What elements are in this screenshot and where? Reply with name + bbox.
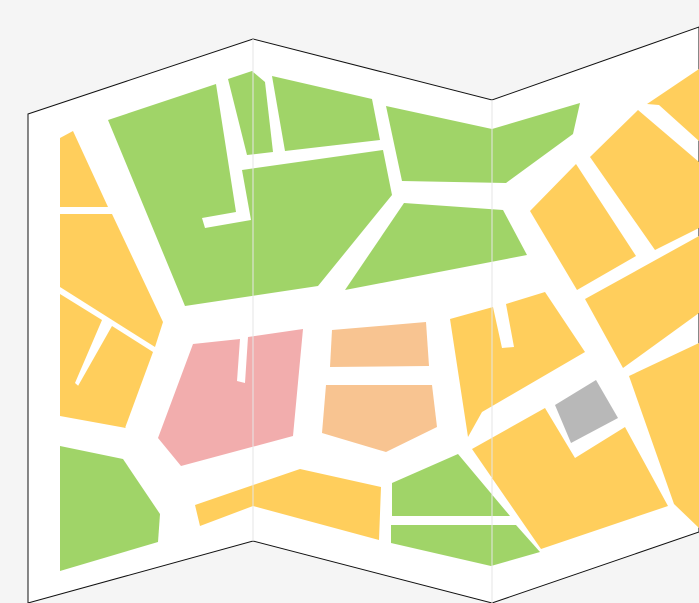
zone-park[interactable]: [391, 525, 540, 566]
zone-residential[interactable]: [60, 294, 126, 428]
zone-park[interactable]: [228, 71, 273, 155]
zone-residential[interactable]: [60, 131, 108, 207]
zone-commercial-pink[interactable]: [158, 329, 303, 466]
zone-residential[interactable]: [590, 110, 699, 250]
zone-residential[interactable]: [195, 469, 381, 540]
zone-residential[interactable]: [585, 236, 699, 368]
zone-residential[interactable]: [530, 164, 636, 290]
zone-park[interactable]: [345, 203, 527, 290]
zone-park[interactable]: [392, 454, 510, 516]
zone-residential[interactable]: [60, 214, 163, 347]
zone-residential[interactable]: [629, 343, 699, 528]
zone-commercial-peach[interactable]: [330, 322, 429, 367]
zone-park[interactable]: [272, 76, 380, 151]
zone-park[interactable]: [386, 103, 580, 183]
zone-special-gray[interactable]: [555, 380, 618, 443]
zone-commercial-peach[interactable]: [322, 385, 437, 452]
zone-residential[interactable]: [647, 69, 699, 141]
zone-park[interactable]: [60, 446, 160, 571]
zone-residential[interactable]: [78, 326, 153, 428]
zone-park[interactable]: [108, 84, 392, 306]
zone-residential[interactable]: [450, 292, 585, 437]
zone-residential[interactable]: [472, 408, 668, 549]
map-zones: [60, 69, 699, 571]
